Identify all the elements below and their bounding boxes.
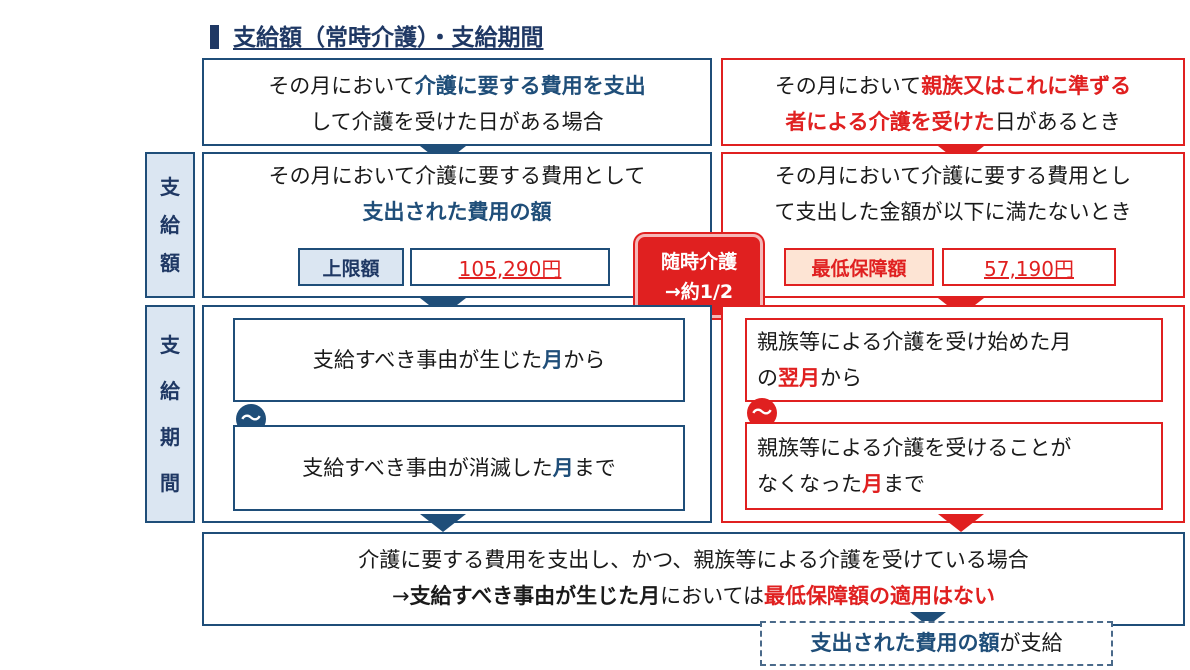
bottom-note-box: 介護に要する費用を支出し、かつ、親族等による介護を受けている場合 →支給すべき事… <box>202 532 1185 626</box>
side-label-amount: 支 給 額 <box>145 152 195 298</box>
down-arrow-left-3 <box>420 514 466 532</box>
side-label-period: 支 給 期 間 <box>145 305 195 523</box>
right-condition-box: その月において親族又はこれに準ずる 者による介護を受けた日があるとき <box>721 58 1185 146</box>
cap-value: 105,290円 <box>410 248 610 286</box>
page-title: 支給額（常時介護）・支給期間 <box>210 18 544 52</box>
down-arrow-right-3 <box>938 514 984 532</box>
min-guarantee-value: 57,190円 <box>942 248 1116 286</box>
left-condition-box: その月において介護に要する費用を支出 して介護を受けた日がある場合 <box>202 58 712 146</box>
left-period-start: 支給すべき事由が生じた月から <box>233 318 685 402</box>
occasional-care-badge: 随時介護 →約1/2 <box>635 234 763 318</box>
cap-label: 上限額 <box>298 248 404 286</box>
right-period-start: 親族等による介護を受け始めた月 の翌月から <box>745 318 1163 402</box>
min-guarantee-label: 最低保障額 <box>784 248 934 286</box>
right-period-end: 親族等による介護を受けることが なくなった月まで <box>745 422 1163 510</box>
left-period-end: 支給すべき事由が消滅した月まで <box>233 425 685 511</box>
result-box: 支出された費用の額が支給 <box>760 621 1113 666</box>
title-bar-decoration <box>210 25 219 49</box>
